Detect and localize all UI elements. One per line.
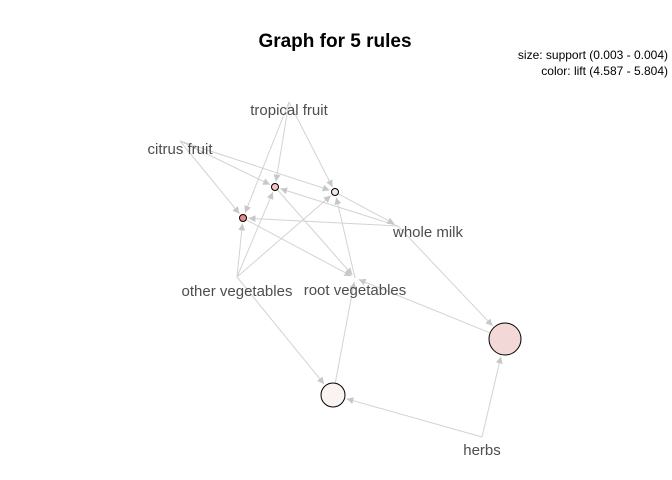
node-layer: tropical fruit citrus fruit whole milk othe… (147, 102, 522, 459)
item-label-tropical-fruit: tropical fruit (250, 102, 328, 119)
edge-tropical-fruit-to-rule-c (288, 101, 333, 188)
edge-tropical-fruit-to-rule-b (273, 101, 290, 182)
item-label-citrus-fruit: citrus fruit (147, 141, 213, 158)
edge-citrus-fruit-to-rule-b (179, 140, 271, 186)
item-label-whole-milk: whole milk (392, 224, 464, 241)
item-label-root-vegetables: root vegetables (304, 282, 407, 299)
edge-tropical-fruit-to-rule-a (244, 101, 290, 214)
legend-color: color: lift (4.587 - 5.804) (541, 64, 668, 78)
edge-other-vegetables-to-rule-a (236, 223, 246, 278)
edge-other-vegetables-to-rule-b (236, 191, 274, 278)
edge-other-vegetables-to-rule-e (236, 276, 325, 385)
rule-node-rule-d (488, 322, 522, 356)
edge-herbs-to-rule-e (346, 397, 483, 438)
edge-rule-a-to-root-vegetables (245, 219, 352, 277)
edge-rule-e-to-root-vegetables (334, 281, 357, 384)
edge-root-vegetables-to-rule-c (334, 197, 356, 279)
legend-size: size: support (0.003 - 0.004) (518, 48, 668, 62)
rule-node-rule-a (239, 214, 247, 222)
edge-citrus-fruit-to-rule-a (179, 140, 240, 215)
edge-whole-milk-to-rule-b (280, 187, 399, 227)
graph-title: Graph for 5 rules (258, 31, 411, 52)
edge-layer (179, 101, 503, 438)
rule-node-rule-c (331, 188, 339, 196)
edge-whole-milk-to-rule-a (248, 215, 399, 227)
rule-node-rule-e (320, 382, 346, 408)
item-label-other-vegetables: other vegetables (182, 283, 293, 300)
edge-rule-c-to-whole-milk (337, 193, 395, 225)
edge-herbs-to-rule-d (481, 356, 503, 438)
item-label-herbs: herbs (463, 442, 501, 459)
edge-citrus-fruit-to-rule-c (179, 140, 330, 192)
edge-rule-d-to-root-vegetables (358, 278, 491, 334)
edge-other-vegetables-to-rule-c (236, 195, 332, 278)
edge-whole-milk-to-rule-d (397, 225, 493, 327)
rule-node-rule-b (271, 183, 279, 191)
edge-rule-b-to-root-vegetables (276, 189, 353, 276)
